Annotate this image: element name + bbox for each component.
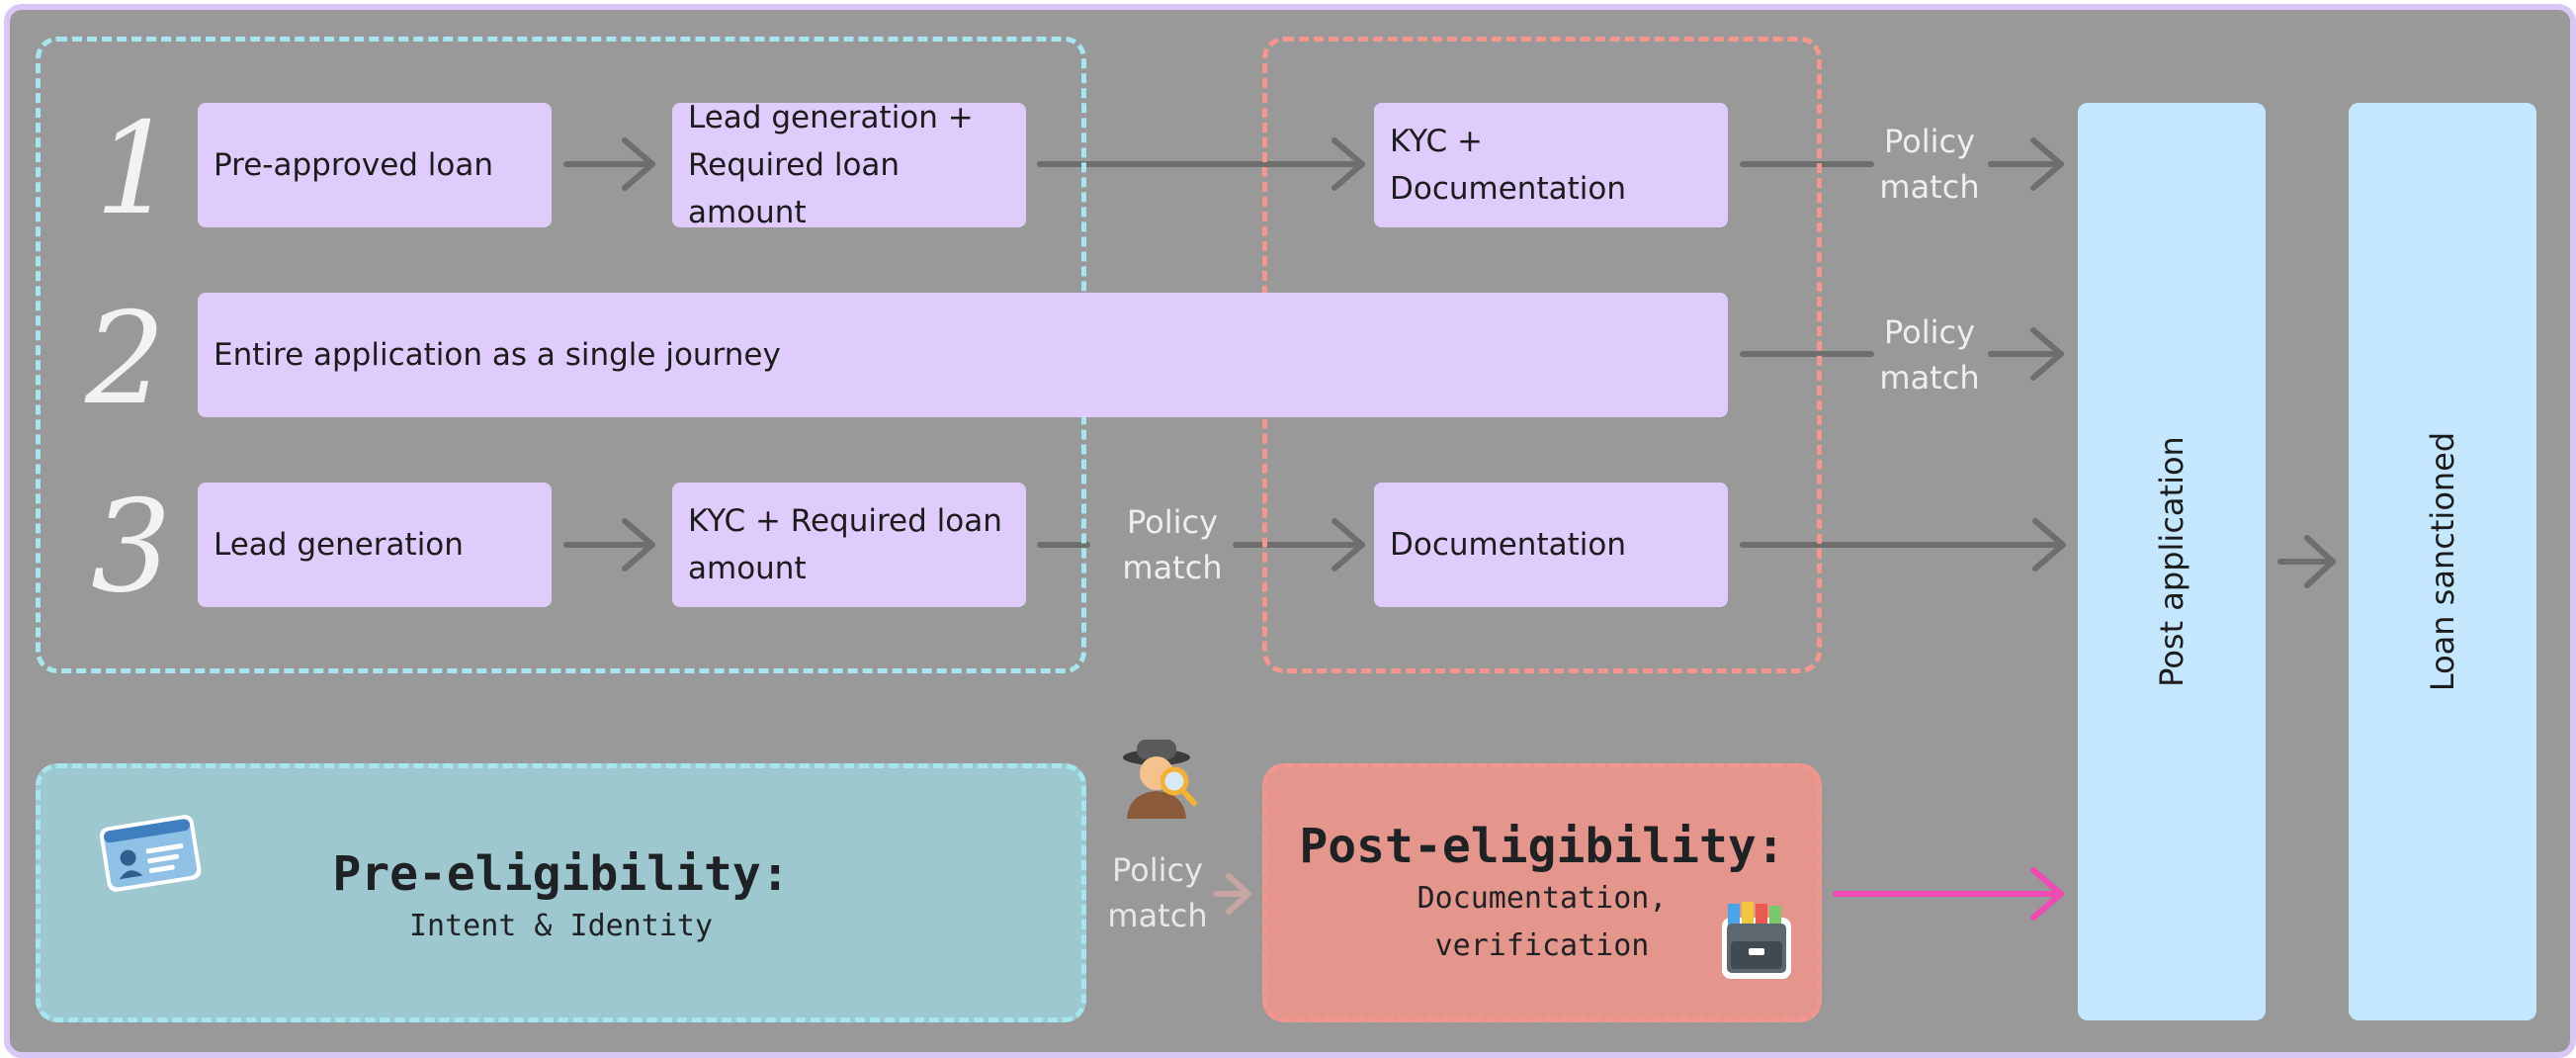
- step-label: Lead generation: [214, 527, 464, 563]
- step-number-3: 3: [91, 474, 172, 621]
- step-box-kyc-required-loan: KYC + Required loan amount: [672, 483, 1026, 607]
- pre-eligibility-panel: Pre-eligibility: Intent & Identity: [36, 763, 1086, 1022]
- step-number-2: 2: [85, 286, 166, 433]
- step-number-1: 1: [95, 96, 176, 243]
- step-box-lead-generation: Lead generation + Required loan amount: [672, 100, 1026, 230]
- pre-eligibility-subtitle: Intent & Identity: [408, 909, 714, 943]
- post-eligibility-subtitle: Documentation, verification: [1417, 881, 1668, 963]
- policy-match-label-r3: Policy match: [1122, 503, 1223, 586]
- step-box-lead-generation-2: Lead generation: [198, 483, 552, 607]
- detective-icon: [1123, 740, 1197, 819]
- step-label: Documentation: [1390, 527, 1626, 563]
- post-application-label: Post application: [2153, 436, 2190, 687]
- policy-match-label-r1: Policy match: [1879, 123, 1980, 206]
- post-application-column: Post application: [2078, 103, 2266, 1020]
- id-card-icon: [99, 815, 202, 892]
- pre-eligibility-title: Pre-eligibility:: [332, 846, 790, 902]
- step-box-documentation: Documentation: [1374, 483, 1728, 607]
- loan-sanctioned-label: Loan sanctioned: [2424, 431, 2461, 692]
- file-cabinet-icon: [1722, 902, 1791, 979]
- post-eligibility-title: Post-eligibility:: [1299, 819, 1785, 874]
- step-label: KYC + Documentation: [1390, 124, 1626, 207]
- loan-sanctioned-column: Loan sanctioned: [2349, 103, 2536, 1020]
- step-box-single-journey: Entire application as a single journey: [198, 293, 1728, 417]
- step-box-preapproved-loan: Pre-approved loan: [198, 103, 552, 227]
- step-label: KYC + Required loan amount: [688, 503, 1002, 586]
- step-box-kyc-documentation: KYC + Documentation: [1374, 103, 1728, 227]
- step-label: Pre-approved loan: [214, 147, 494, 183]
- step-label: Lead generation + Required loan amount: [688, 100, 974, 230]
- policy-match-label-r2: Policy match: [1879, 313, 1980, 397]
- post-eligibility-panel: Post-eligibility: Documentation, verific…: [1262, 763, 1822, 1022]
- step-label: Entire application as a single journey: [214, 337, 781, 373]
- policy-match-label-bottom: Policy match: [1107, 851, 1208, 934]
